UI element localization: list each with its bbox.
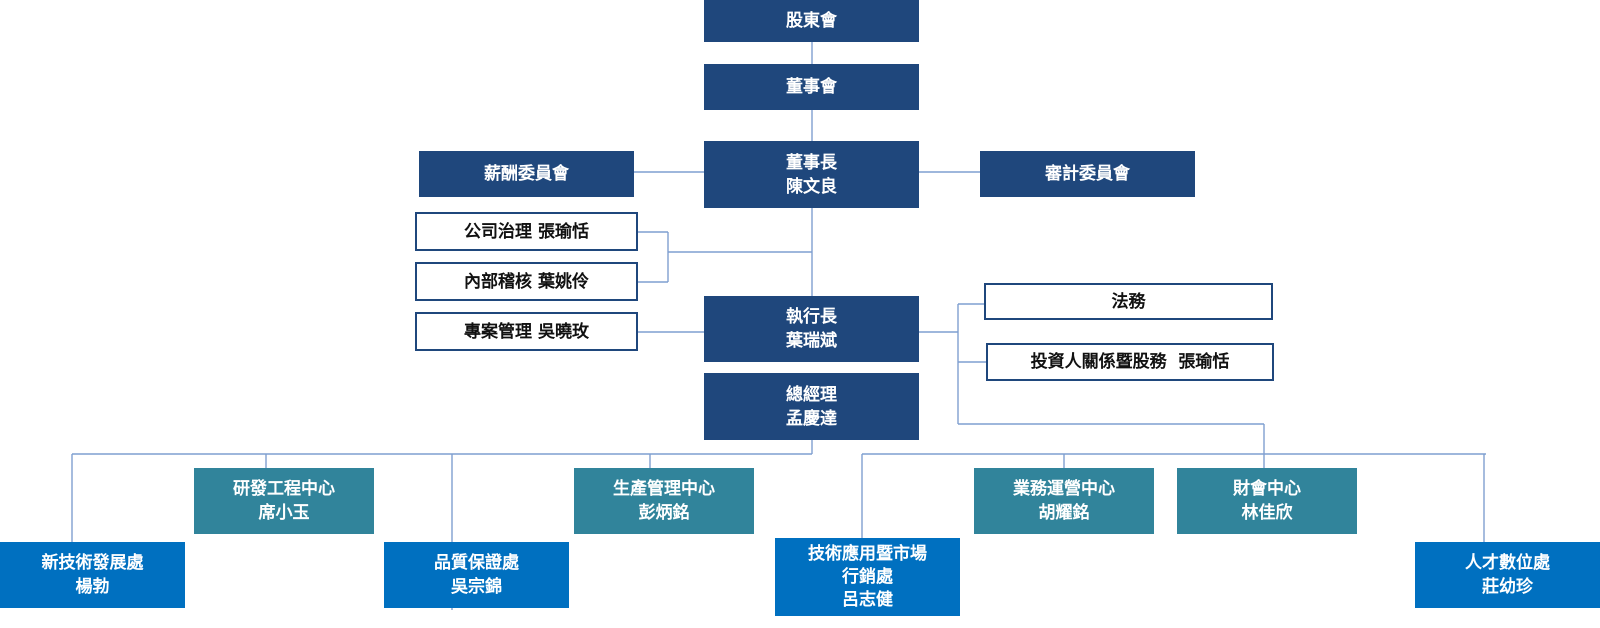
node-shareholders: 股東會 — [704, 0, 919, 42]
node-new-tech-division: 新技術發展處 楊勃 — [0, 542, 185, 608]
node-audit-committee: 審計委員會 — [980, 151, 1195, 197]
node-title: 生產管理中心 — [613, 479, 715, 499]
node-board: 董事會 — [704, 64, 919, 110]
node-label: 內部稽核 葉姚伶 — [464, 271, 589, 292]
node-label: 審計委員會 — [1045, 164, 1130, 184]
node-legal: 法務 — [984, 283, 1273, 320]
node-ceo: 執行長 葉瑞斌 — [704, 296, 919, 362]
node-person: 陳文良 — [786, 176, 837, 197]
node-general-manager: 總經理 孟慶達 — [704, 373, 919, 440]
node-tech-marketing-division: 技術應用暨市場 行銷處 呂志健 — [775, 538, 960, 616]
node-label: 薪酬委員會 — [484, 164, 569, 184]
node-label: 法務 — [1111, 291, 1146, 312]
node-label: 董事會 — [786, 77, 837, 97]
node-title-continued: 行銷處 — [842, 566, 893, 587]
node-person: 呂志健 — [842, 589, 893, 610]
node-title: 技術應用暨市場 — [808, 543, 927, 564]
node-label: 股東會 — [786, 11, 837, 31]
node-investor-relations: 投資人關係暨股務 張瑜恬 — [986, 343, 1274, 381]
node-label: 投資人關係暨股務 張瑜恬 — [1030, 352, 1230, 372]
node-production-center: 生產管理中心 彭炳銘 — [574, 468, 754, 534]
node-title: 財會中心 — [1233, 479, 1301, 499]
node-person: 孟慶達 — [786, 408, 837, 429]
node-person: 莊幼珍 — [1482, 577, 1533, 597]
node-rd-center: 研發工程中心 席小玉 — [194, 468, 374, 534]
node-finance-center: 財會中心 林佳欣 — [1177, 468, 1357, 534]
node-title: 執行長 — [786, 307, 837, 327]
node-title: 人才數位處 — [1465, 553, 1550, 573]
node-title: 業務運營中心 — [1013, 479, 1115, 499]
node-corporate-governance: 公司治理 張瑜恬 — [415, 212, 638, 251]
node-title: 品質保證處 — [434, 553, 519, 573]
node-quality-division: 品質保證處 吳宗錦 — [384, 542, 569, 608]
node-project-management: 專案管理 吳曉玫 — [415, 312, 638, 351]
node-label: 公司治理 張瑜恬 — [464, 221, 589, 242]
node-compensation-committee: 薪酬委員會 — [419, 151, 634, 197]
node-person: 林佳欣 — [1241, 503, 1293, 523]
node-title: 董事長 — [786, 152, 837, 173]
node-person: 楊勃 — [75, 577, 110, 597]
node-person: 吳宗錦 — [451, 577, 502, 597]
node-title: 研發工程中心 — [233, 479, 335, 499]
node-business-center: 業務運營中心 胡耀銘 — [974, 468, 1154, 534]
node-chairman: 董事長 陳文良 — [704, 141, 919, 208]
node-talent-digital-division: 人才數位處 莊幼珍 — [1415, 542, 1600, 608]
node-title: 新技術發展處 — [41, 553, 144, 573]
node-internal-audit: 內部稽核 葉姚伶 — [415, 262, 638, 301]
node-person: 葉瑞斌 — [786, 331, 837, 351]
node-title: 總經理 — [786, 384, 837, 405]
node-person: 胡耀銘 — [1038, 503, 1090, 523]
node-person: 彭炳銘 — [638, 503, 690, 523]
node-label: 專案管理 吳曉玫 — [464, 321, 589, 342]
node-person: 席小玉 — [258, 503, 310, 523]
